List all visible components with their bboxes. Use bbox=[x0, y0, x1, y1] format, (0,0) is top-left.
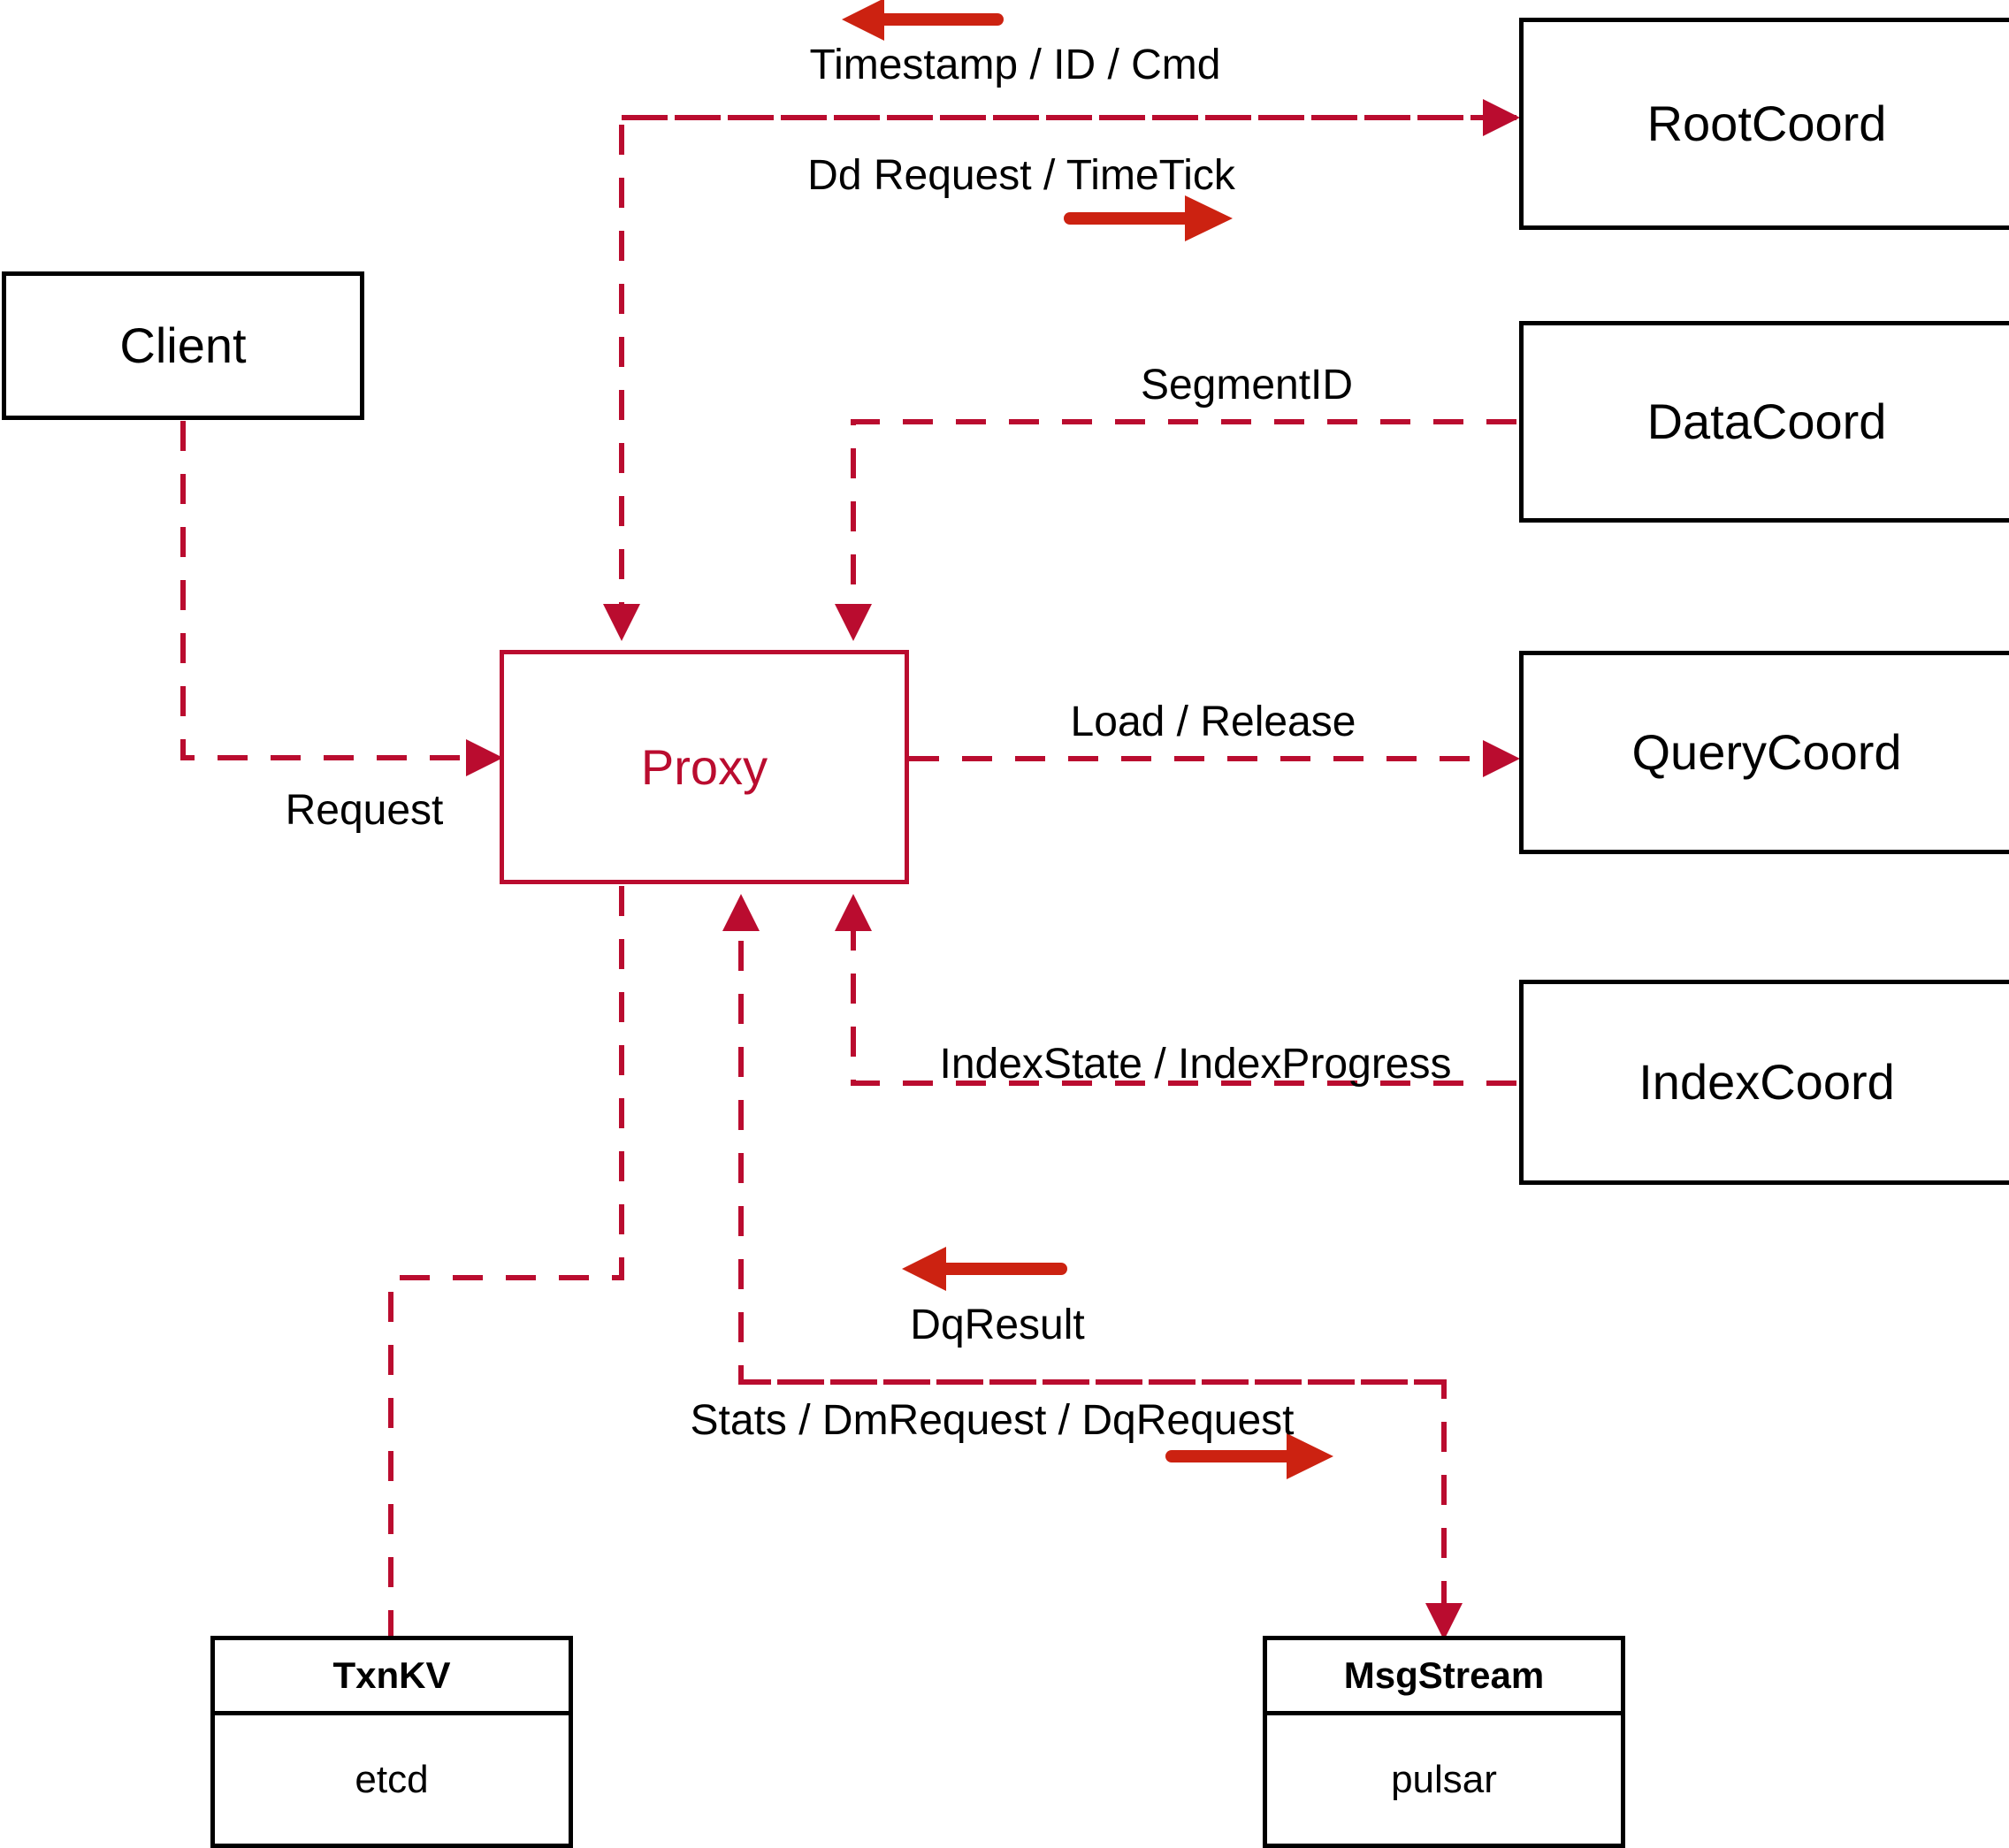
node-querycoord[interactable]: QueryCoord bbox=[1519, 651, 2009, 854]
edge-label-dqresult: DqResult bbox=[910, 1302, 1085, 1348]
node-querycoord-label: QueryCoord bbox=[1631, 724, 1902, 780]
node-msgstream-body: pulsar bbox=[1391, 1757, 1497, 1801]
node-proxy-label: Proxy bbox=[640, 738, 768, 795]
edge-label-timestamp-id-cmd: Timestamp / ID / Cmd bbox=[809, 42, 1221, 88]
direction-arrow-stats-right bbox=[1165, 1433, 1333, 1479]
node-msgstream-header: MsgStream bbox=[1267, 1640, 1621, 1715]
edge-proxy-to-msgstream bbox=[741, 1379, 1463, 1640]
direction-arrow-ddrequest-right bbox=[1064, 195, 1233, 241]
node-msgstream[interactable]: MsgStream pulsar bbox=[1263, 1636, 1625, 1848]
edge-label-dd-request-timetick: Dd Request / TimeTick bbox=[807, 152, 1235, 199]
edge-proxy-to-txnkv bbox=[388, 886, 624, 1636]
edge-label-indexstate-indexprogress: IndexState / IndexProgress bbox=[939, 1041, 1452, 1088]
edge-label-stats-dmrequest-dqrequest: Stats / DmRequest / DqRequest bbox=[690, 1397, 1295, 1444]
node-client[interactable]: Client bbox=[2, 271, 364, 420]
edge-datacoord-to-proxy bbox=[835, 419, 1516, 641]
edge-rootcoord-to-proxy bbox=[603, 115, 1516, 641]
node-rootcoord-label: RootCoord bbox=[1646, 95, 1887, 151]
node-txnkv-body: etcd bbox=[355, 1757, 429, 1801]
node-datacoord-label: DataCoord bbox=[1646, 393, 1887, 449]
node-proxy[interactable]: Proxy bbox=[500, 650, 909, 884]
direction-arrow-dqresult-left bbox=[902, 1247, 1067, 1291]
node-client-label: Client bbox=[119, 317, 247, 373]
direction-arrow-timestamp-left bbox=[842, 0, 1004, 41]
edge-label-segmentid: SegmentID bbox=[1140, 362, 1354, 409]
node-indexcoord[interactable]: IndexCoord bbox=[1519, 980, 2009, 1185]
edge-msgstream-to-proxy bbox=[722, 894, 1444, 1385]
node-datacoord[interactable]: DataCoord bbox=[1519, 321, 2009, 523]
edge-indexcoord-to-proxy bbox=[835, 894, 1516, 1086]
node-rootcoord[interactable]: RootCoord bbox=[1519, 18, 2009, 230]
node-txnkv-header: TxnKV bbox=[215, 1640, 569, 1715]
edge-client-to-proxy bbox=[180, 421, 503, 776]
edge-label-load-release: Load / Release bbox=[1070, 699, 1356, 745]
edge-label-request: Request bbox=[285, 787, 444, 834]
node-indexcoord-label: IndexCoord bbox=[1639, 1054, 1895, 1110]
node-txnkv[interactable]: TxnKV etcd bbox=[210, 1636, 573, 1848]
